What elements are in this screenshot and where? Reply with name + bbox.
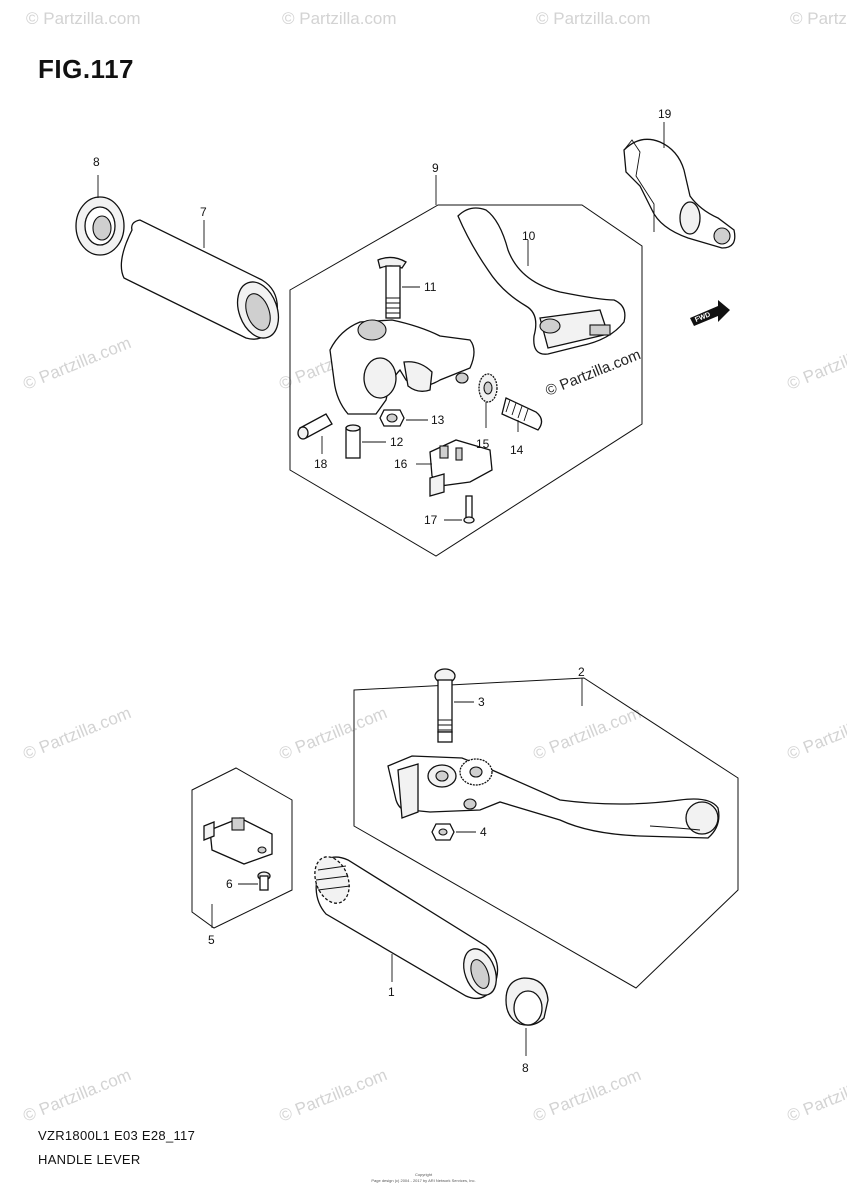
figure-title: FIG.117 <box>38 54 134 84</box>
fwd-arrow-icon: FWD <box>690 300 730 326</box>
callout-8-top: 8 <box>93 155 100 169</box>
part-6-screw <box>238 871 271 891</box>
watermark: © Partzilla.com <box>276 1065 389 1126</box>
part-15-adjuster-wheel <box>478 373 498 428</box>
part-11-bolt <box>377 256 420 319</box>
part-13-nut <box>379 409 428 427</box>
watermark: © Partzilla.com <box>530 703 643 764</box>
callout-5: 5 <box>208 933 215 947</box>
callout-4: 4 <box>480 825 487 839</box>
part-8-end-cap <box>505 977 549 1056</box>
callout-11: 11 <box>424 280 437 294</box>
figure-name: HANDLE LEVER <box>38 1152 141 1167</box>
callout-6: 6 <box>226 877 233 891</box>
part-3-pivot-bolt <box>434 668 474 743</box>
callout-19: 19 <box>658 107 672 121</box>
callout-16: 16 <box>394 457 408 471</box>
watermark: © Partzilla.com <box>784 703 847 764</box>
watermark-dark: © Partzilla.com <box>543 346 643 400</box>
callout-9: 9 <box>432 161 439 175</box>
callout-7: 7 <box>200 205 207 219</box>
callout-labels: 8 7 9 19 10 11 13 12 15 14 18 16 17 2 3 … <box>93 107 672 1075</box>
part-2-lever <box>387 755 720 839</box>
part-12-collar <box>345 424 386 459</box>
callout-8-bottom: 8 <box>522 1061 529 1075</box>
part-19-cover <box>623 122 736 249</box>
part-14-adjuster-screw <box>501 397 543 432</box>
callout-17: 17 <box>424 513 438 527</box>
part-16-switch <box>416 439 493 497</box>
part-18-screw <box>297 413 333 454</box>
callout-13: 13 <box>431 413 445 427</box>
watermark: © Partzilla.com <box>26 9 141 28</box>
watermark: © Partzilla.com <box>536 9 651 28</box>
part-7-grip <box>120 219 280 340</box>
watermark: © Partzilla.com <box>20 333 133 394</box>
callout-12: 12 <box>390 435 404 449</box>
callout-15: 15 <box>476 437 490 451</box>
watermark: © Partzilla.com <box>784 333 847 394</box>
watermark: © Partzilla.com <box>20 703 133 764</box>
part-5-switch <box>203 817 273 865</box>
part-1-throttle-grip <box>314 856 499 1000</box>
part-8-ring-top <box>75 175 125 256</box>
copyright-text: Page design (c) 2004 - 2017 by ARI Netwo… <box>371 1178 476 1183</box>
callout-14: 14 <box>510 443 524 457</box>
callout-2: 2 <box>578 665 585 679</box>
lever-bracket <box>329 319 475 415</box>
watermark: © Partzilla.com <box>790 9 847 28</box>
part-5-assembly-box <box>191 767 293 929</box>
callout-1: 1 <box>388 985 395 999</box>
watermark: © Partzilla.com <box>20 1065 133 1126</box>
watermark: © Partzilla.com <box>784 1065 847 1126</box>
callout-10: 10 <box>522 229 536 243</box>
part-4-nut <box>431 823 476 841</box>
callout-3: 3 <box>478 695 485 709</box>
part-9-assembly-box <box>289 204 643 557</box>
copyright-heading: Copyright <box>414 1172 433 1177</box>
callout-18: 18 <box>314 457 328 471</box>
model-code: VZR1800L1 E03 E28_117 <box>38 1128 196 1143</box>
watermark: © Partzilla.com <box>530 1065 643 1126</box>
watermark: © Partzilla.com <box>282 9 397 28</box>
watermark: © Partzilla.com <box>276 703 389 764</box>
part-2-assembly-box <box>353 677 739 989</box>
part-10-lever <box>457 207 626 355</box>
part-17-screw <box>444 495 475 524</box>
